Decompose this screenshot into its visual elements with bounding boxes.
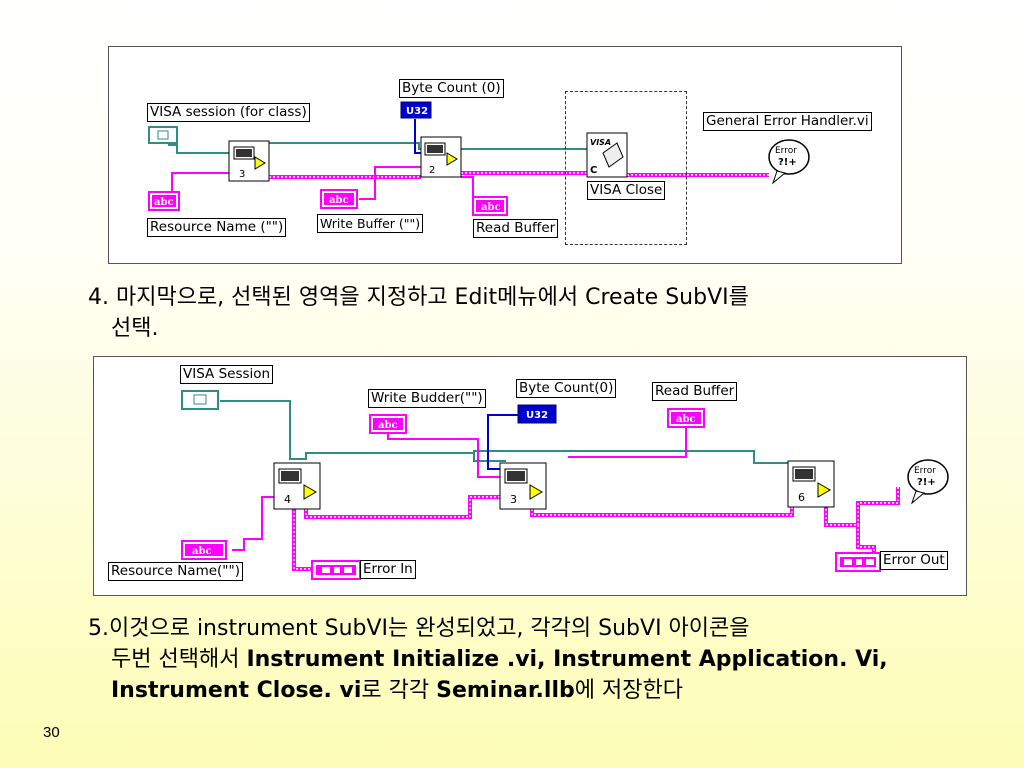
wire-read-buffer (568, 425, 687, 458)
read-buffer-terminal-text: abc (481, 202, 501, 213)
label-write-budder: Write Budder("") (368, 389, 486, 408)
wire-byte-count (414, 119, 421, 154)
label-byte-count: Byte Count (0) (399, 79, 504, 98)
u32-terminal[interactable]: U32 (517, 404, 557, 424)
write-budder-terminal[interactable]: abc (369, 414, 407, 434)
svg-text:C: C (590, 165, 597, 176)
u32-terminal-text: U32 (526, 410, 548, 421)
caption-step-5-library: Seminar.llb (436, 678, 575, 703)
label-general-error-handler: General Error Handler.vi (703, 112, 872, 131)
svg-text:VISA: VISA (590, 138, 611, 147)
wire-error-chain (290, 495, 506, 519)
label-resource-name: Resource Name("") (108, 562, 243, 581)
caption-step-5-line3-text-a: 로 각각 (361, 678, 437, 703)
selection-region[interactable] (565, 91, 687, 245)
wire-error-chain-2-inner (531, 497, 793, 516)
subvi-node-4-label: 4 (284, 493, 291, 506)
visa-close-node[interactable]: VISA C (586, 132, 628, 178)
caption-step-5: 5.이것으로 instrument SubVI는 완성되었고, 각각의 SubV… (88, 613, 988, 706)
wire-error-out (824, 487, 900, 527)
diagram-panel-2: 4 3 6 Error ?!+ (93, 356, 967, 596)
resource-name-terminal[interactable]: abc (181, 540, 227, 560)
wire-error-in-inner (293, 499, 312, 570)
subvi-node-3-label: 3 (239, 169, 245, 180)
subvi-node-4[interactable]: 4 (273, 462, 321, 510)
resource-name-terminal[interactable]: abc (148, 191, 180, 211)
label-visa-close: VISA Close (587, 181, 666, 200)
subvi-node-3[interactable]: 3 (228, 140, 270, 182)
svg-text:Error: Error (775, 146, 797, 156)
caption-step-5-line1: 5.이것으로 instrument SubVI는 완성되었고, 각각의 SubV… (88, 616, 750, 641)
caption-step-4: 4. 마지막으로, 선택된 영역을 지정하고 Edit메뉴에서 Create S… (88, 282, 988, 344)
wire-resource-name (232, 496, 274, 551)
caption-step-5-line2: 두번 선택해서 Instrument Initialize .vi, Instr… (88, 644, 988, 675)
diagram-panel-1: 3 2 VISA C Error ?!+ (108, 46, 902, 264)
subvi-node-6-label: 6 (798, 491, 805, 504)
wire-write-budder (387, 425, 500, 478)
caption-step-4-line2: 선택. (111, 316, 159, 341)
wire-error-out-inner (825, 487, 899, 526)
wire-visa-session (220, 400, 506, 462)
visa-session-terminal[interactable] (181, 390, 219, 410)
read-buffer-terminal-text: abc (676, 414, 696, 425)
write-budder-terminal-text: abc (378, 420, 398, 431)
error-handler-node[interactable]: Error ?!+ (907, 459, 949, 505)
label-visa-session: VISA session (for class) (147, 103, 310, 122)
write-buffer-terminal-text: abc (329, 195, 349, 206)
wire-error-chain-inner (290, 496, 506, 518)
resource-name-terminal-text: abc (192, 546, 212, 557)
label-read-buffer: Read Buffer (473, 219, 559, 238)
wire-visa-session-branch (473, 450, 788, 464)
subvi-node-2-label: 2 (429, 165, 435, 176)
label-error-out: Error Out (880, 551, 948, 570)
error-handler-node[interactable]: Error ?!+ (768, 139, 810, 185)
caption-step-5-line3-text-b: 에 저장한다 (574, 678, 683, 703)
subvi-node-3-label: 3 (510, 493, 517, 506)
caption-step-5-close-vi: Instrument Close. vi (111, 678, 362, 703)
wire-write-buffer (359, 166, 421, 200)
label-read-buffer: Read Buffer (652, 382, 738, 401)
caption-step-4-line1: 4. 마지막으로, 선택된 영역을 지정하고 Edit메뉴에서 Create S… (88, 285, 749, 310)
label-byte-count: Byte Count(0) (516, 379, 617, 398)
caption-step-5-line2-text: 두번 선택해서 (111, 647, 247, 672)
diagram-1-canvas: 3 2 VISA C Error ?!+ (148, 101, 810, 216)
svg-text:?!+: ?!+ (778, 157, 797, 168)
error-in-terminal[interactable] (311, 560, 361, 580)
caption-step-5-line3: Instrument Close. vi로 각각 Seminar.llb에 저장… (88, 675, 988, 706)
wire-error-chain-2 (530, 497, 794, 517)
u32-terminal-text: U32 (406, 106, 428, 117)
write-buffer-terminal[interactable]: abc (320, 189, 358, 209)
read-buffer-terminal[interactable]: abc (667, 408, 705, 428)
visa-session-terminal[interactable] (148, 126, 178, 144)
label-error-in: Error In (360, 560, 416, 579)
svg-text:?!+: ?!+ (917, 477, 936, 488)
subvi-node-3[interactable]: 3 (499, 462, 547, 510)
subvi-node-6[interactable]: 6 (787, 460, 835, 508)
u32-terminal[interactable]: U32 (400, 101, 432, 119)
subvi-node-2[interactable]: 2 (420, 136, 462, 178)
label-visa-session: VISA Session (180, 365, 274, 384)
svg-text:Error: Error (914, 466, 936, 476)
page-number: 30 (43, 724, 60, 741)
caption-step-5-line2-files: Instrument Initialize .vi, Instrument Ap… (246, 647, 888, 672)
wire-byte-count (487, 414, 518, 470)
resource-name-terminal-text: abc (154, 197, 174, 208)
label-write-buffer: Write Buffer ("") (317, 214, 424, 233)
label-resource-name: Resource Name ("") (147, 218, 287, 237)
read-buffer-terminal[interactable]: abc (472, 196, 508, 216)
error-out-terminal[interactable] (835, 552, 881, 572)
